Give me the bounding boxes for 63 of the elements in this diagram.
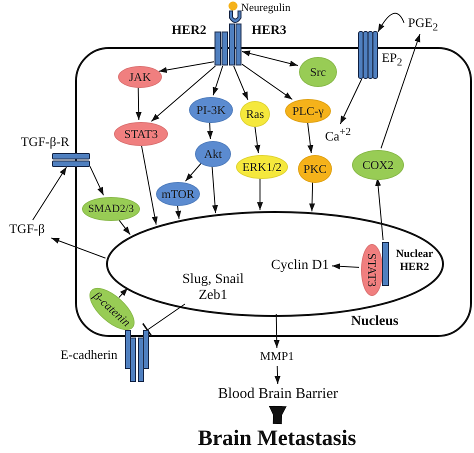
- arrow: [340, 78, 362, 124]
- receptor-label: TGF-β-R: [20, 134, 70, 150]
- protein-ellipse: COX2: [352, 150, 404, 180]
- arrow: [50, 238, 106, 259]
- arrow: [211, 164, 218, 214]
- receptor-drawing: [358, 31, 378, 79]
- protein-ellipse: STAT3: [361, 244, 383, 296]
- arrow: [150, 66, 216, 122]
- nucleus-label: Nucleus: [351, 314, 398, 330]
- arrow: [118, 288, 128, 298]
- arrow: [207, 120, 214, 140]
- molecule-label: MMP1: [254, 348, 300, 366]
- molecule-label: Blood Brain Barrier: [196, 384, 360, 406]
- receptor-label: HER3: [250, 22, 288, 38]
- arrow: [140, 143, 158, 226]
- protein-ellipse: PI-3K: [189, 97, 233, 123]
- molecule-label: TGF-β: [2, 220, 52, 238]
- receptor-label: Nuclear HER2: [394, 248, 434, 274]
- receptor-label: HER2: [170, 22, 208, 38]
- arrow: [212, 66, 224, 96]
- arrow: [274, 366, 280, 384]
- receptor-label: E-cadherin: [59, 347, 119, 363]
- arrow: [242, 50, 298, 66]
- molecule-label: PGE$_{2}$: [404, 16, 442, 34]
- arrow: [306, 120, 314, 154]
- arrow: [32, 166, 68, 220]
- arrow: [378, 12, 404, 32]
- receptor-drawing: [52, 153, 90, 167]
- arrow: [375, 177, 384, 240]
- arrow: [268, 406, 287, 424]
- protein-ellipse: PKC: [298, 155, 332, 183]
- molecule-label: Slug, Snail Zeb1: [172, 270, 254, 306]
- arrow: [257, 176, 263, 211]
- protein-ellipse: STAT3: [114, 122, 168, 146]
- protein-ellipse: SMAD2/3: [82, 197, 140, 221]
- protein-ellipse: mTOR: [156, 182, 200, 206]
- arrow: [233, 66, 248, 100]
- receptor-label: EP$_{2}$: [380, 50, 404, 68]
- protein-ellipse: Ras: [240, 101, 270, 127]
- arrow: [254, 124, 260, 154]
- protein-ellipse: Akt: [195, 141, 231, 167]
- arrow: [136, 86, 142, 120]
- arrow: [380, 34, 420, 149]
- arrow: [242, 64, 293, 100]
- receptor-drawing: [125, 330, 149, 382]
- ligand-label: Neuregulin: [241, 1, 292, 14]
- molecule-label: Brain Metastasis: [160, 424, 394, 452]
- protein-ellipse: JAK: [118, 66, 162, 88]
- arrow: [158, 61, 214, 73]
- arrow: [90, 166, 104, 196]
- arrow: [175, 203, 182, 220]
- protein-ellipse: Src: [299, 57, 337, 87]
- protein-ellipse: ERK1/2: [236, 155, 288, 179]
- receptor-drawing: [214, 10, 242, 66]
- cell-membrane: [75, 47, 472, 337]
- arrow: [274, 314, 280, 348]
- molecule-label: Ca$^{+2}$: [322, 126, 354, 144]
- arrow: [184, 162, 202, 182]
- arrow: [309, 180, 316, 212]
- inhibition-line: [142, 304, 186, 338]
- arrow: [332, 263, 360, 270]
- molecule-label: Cyclin D1: [266, 256, 334, 276]
- protein-ellipse: PLC-γ: [285, 99, 331, 123]
